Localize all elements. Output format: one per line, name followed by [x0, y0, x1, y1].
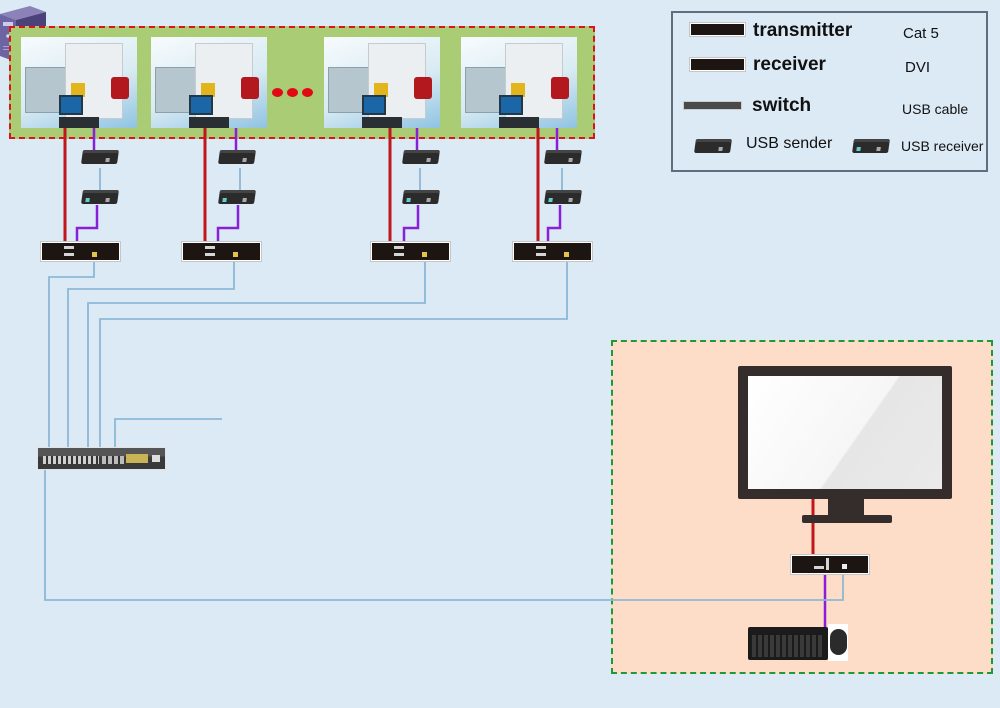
usb-sender — [81, 150, 119, 164]
ellipsis-dot — [302, 88, 313, 97]
machine-4 — [461, 37, 577, 128]
transmitter — [513, 242, 592, 261]
cat5-cable — [87, 260, 426, 448]
usb-sender-icon — [694, 139, 732, 153]
monitor-neck — [828, 499, 864, 516]
transmitter-icon — [690, 23, 745, 36]
cat5-cable — [114, 418, 222, 448]
transmitter — [371, 242, 450, 261]
usb-receiver — [81, 190, 119, 204]
legend-usb-receiver-label: USB receiver — [901, 138, 984, 154]
cat5-cables — [44, 168, 844, 601]
cat5-cable — [99, 260, 568, 448]
legend-usb-sender-label: USB sender — [746, 135, 833, 152]
machine-3 — [324, 37, 440, 128]
usb-cable — [75, 205, 99, 255]
machine-1 — [21, 37, 137, 128]
monitor-screen — [748, 376, 942, 489]
usb-receiver-icon — [852, 139, 890, 153]
usb-receiver — [544, 190, 582, 204]
legend-cat5-label: Cat 5 — [903, 25, 939, 42]
mouse — [830, 629, 847, 655]
usb-receiver — [402, 190, 440, 204]
usb-cables — [75, 128, 827, 628]
network-switch — [37, 447, 166, 470]
usb-cable — [402, 205, 420, 255]
dvi-cables — [63, 128, 815, 560]
legend-usb-cable-label: USB cable — [902, 101, 969, 117]
legend-switch-label: switch — [752, 95, 812, 116]
legend-receiver-label: receiver — [753, 54, 826, 75]
usb-sender — [218, 150, 256, 164]
monitor-stand — [802, 515, 892, 523]
transmitter — [41, 242, 120, 261]
cat5-cable — [48, 260, 95, 448]
legend-dvi-label: DVI — [905, 59, 931, 76]
keyboard — [748, 627, 828, 660]
usb-sender — [544, 150, 582, 164]
legend-transmitter-label: transmitter — [753, 20, 853, 41]
usb-cable — [546, 205, 562, 255]
usb-cable — [216, 205, 240, 255]
usb-sender — [402, 150, 440, 164]
receiver-icon — [690, 58, 745, 71]
ellipsis-dot — [272, 88, 283, 97]
transmitter — [182, 242, 261, 261]
switch-icon — [683, 101, 742, 110]
monitor — [738, 366, 952, 499]
machine-2 — [151, 37, 267, 128]
equipment-group-zone — [9, 26, 595, 139]
ellipsis-dot — [287, 88, 298, 97]
receiver — [791, 555, 869, 574]
legend: transmitter Cat 5 receiver DVI switch US… — [671, 11, 988, 172]
usb-receiver — [218, 190, 256, 204]
cat5-cable — [67, 260, 235, 448]
cat5-cable — [44, 468, 844, 601]
